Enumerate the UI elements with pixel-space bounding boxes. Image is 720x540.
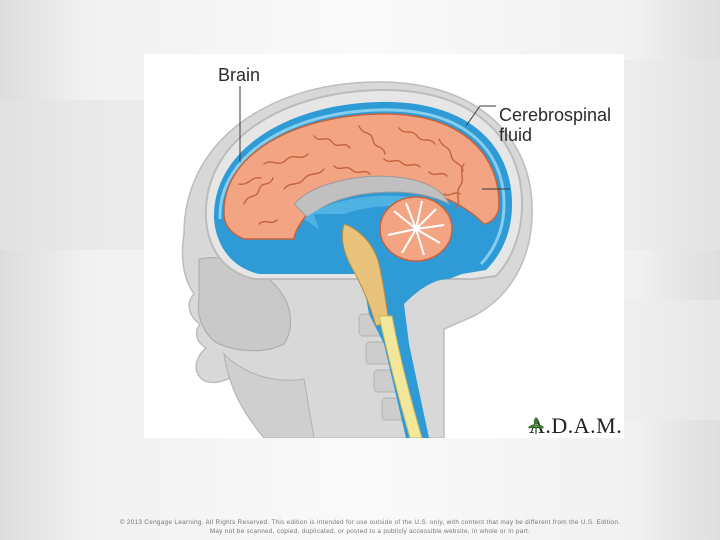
copyright-line-2: May not be scanned, copied, duplicated, … [209,528,531,535]
cerebellum [379,196,453,262]
copyright-line-1: © 2013 Cengage Learning. All Rights Rese… [119,519,621,526]
cerebrum [223,113,500,240]
csf-label: Cerebrospinal fluid [499,105,612,145]
brain-label: Brain [218,65,261,85]
adam-logo: A.D.A.M. [526,413,623,438]
csf-pointer-diag [465,105,481,127]
corpus-callosum [293,175,451,220]
spinal-cord [378,315,423,438]
logo-text: A.D.A.M. [529,413,623,438]
head-cross-section [181,81,533,438]
brain-csf-illustration: Brain Cerebrospinal fluid A.D.A.M. [144,54,624,438]
gyri [238,125,465,225]
jaw [223,352,315,438]
leaf-icon [528,417,544,434]
csf-light-band [218,108,506,266]
copyright-footer: © 2013 Cengage Learning. All Rights Rese… [80,518,660,536]
